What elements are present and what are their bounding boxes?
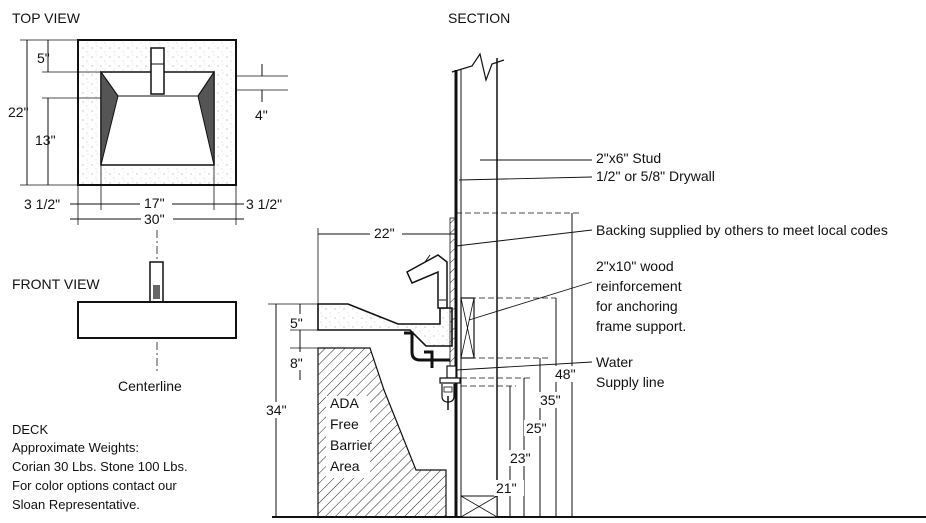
callout-stud: 2"x6" Stud — [596, 150, 661, 166]
top-view-dim-3-5-left: 3 1/2" — [24, 196, 60, 212]
section-dim-21: 21" — [496, 480, 517, 496]
deck-note-line-5: Sloan Representative. — [12, 497, 140, 512]
supply-valve — [446, 365, 457, 379]
top-view-dim-4: 4" — [255, 107, 268, 123]
deck-note-line-2: Approximate Weights: — [12, 440, 139, 455]
top-view-dim-17: 17" — [144, 195, 165, 211]
section-dim-35: 35" — [540, 392, 561, 408]
callout-wood-2: reinforcement — [596, 278, 682, 294]
callout-wood-4: frame support. — [596, 318, 686, 334]
callout-wood-3: for anchoring — [596, 298, 678, 314]
deck-note: DECK Approximate Weights: Corian 30 Lbs.… — [12, 422, 188, 512]
ada-line-4: Area — [330, 458, 360, 474]
top-view: TOP VIEW 22" 5" 13" 4" — [8, 10, 288, 227]
top-view-dim-3-5-right: 3 1/2" — [246, 196, 282, 212]
deck-note-line-3: Corian 30 Lbs. Stone 100 Lbs. — [12, 459, 188, 474]
ada-line-3: Barrier — [330, 437, 372, 453]
drain-pipe — [404, 331, 450, 362]
callout-wood-1: 2"x10" wood — [596, 258, 674, 274]
ada-line-2: Free — [330, 416, 359, 432]
section-dim-8: 8" — [290, 355, 303, 371]
section-dim-48: 48" — [555, 366, 576, 382]
top-view-dim-13: 13" — [35, 132, 56, 148]
front-view-deck — [77, 301, 237, 339]
callout-water-1: Water — [596, 354, 633, 370]
section-dim-22: 22" — [374, 225, 395, 241]
front-view-centerline: Centerline — [118, 378, 182, 394]
section-faucet — [406, 254, 448, 309]
top-view-dim-22: 22" — [8, 104, 29, 120]
deck-note-line-4: For color options contact our — [12, 478, 177, 493]
callout-drywall: 1/2" or 5/8" Drywall — [596, 168, 715, 184]
callouts: 2"x6" Stud 1/2" or 5/8" Drywall Backing … — [596, 150, 888, 390]
section-dim-25: 25" — [526, 420, 547, 436]
section-sink-deck — [317, 303, 453, 347]
top-view-title: TOP VIEW — [12, 10, 81, 26]
section-dim-5: 5" — [290, 315, 303, 331]
section-title: SECTION — [448, 10, 510, 26]
wall-break-symbol — [451, 52, 505, 83]
deck-note-line-1: DECK — [12, 422, 48, 437]
section-dim-34: 34" — [266, 402, 287, 418]
section-view: SECTION ADA — [264, 10, 926, 518]
front-view-title: FRONT VIEW — [12, 276, 100, 292]
top-view-dim-30: 30" — [144, 211, 165, 227]
top-view-faucet — [150, 47, 165, 95]
front-view: FRONT VIEW Centerline — [12, 230, 237, 394]
ada-line-1: ADA — [330, 395, 359, 411]
section-dim-23: 23" — [510, 450, 531, 466]
callout-water-2: Supply line — [596, 374, 665, 390]
callout-backing: Backing supplied by others to meet local… — [596, 222, 888, 238]
top-view-dim-5: 5" — [37, 50, 50, 66]
